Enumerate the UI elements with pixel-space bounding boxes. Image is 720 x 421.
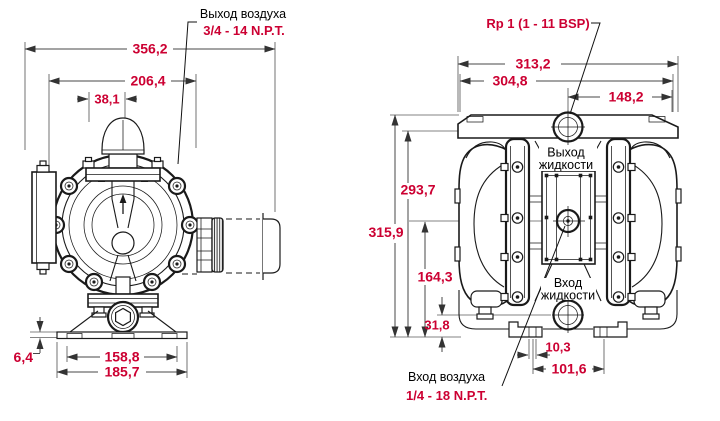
dim-inlet-centerline-height: 31,8 — [424, 318, 449, 333]
flow-direction-arrow — [119, 194, 127, 214]
fluid-inlet-label-line1: Вход — [554, 276, 583, 290]
dim-centerline-height: 164,3 — [417, 269, 452, 285]
bottom-manifold — [458, 290, 678, 338]
air-outlet-port — [82, 117, 164, 182]
air-inlet-label: Вход воздуха — [408, 370, 485, 384]
dim-left-body-width: 206,4 — [130, 73, 165, 89]
dim-base-plate-thickness: 6,4 — [14, 349, 34, 365]
center-body — [529, 170, 607, 265]
fluid-inlet-label-line2: жидкости — [541, 289, 595, 303]
fluid-inlet-port — [552, 299, 584, 333]
air-outlet-thread-label: 3/4 - 14 N.P.T. — [203, 23, 284, 38]
hex-plug — [114, 307, 131, 327]
right-flange-bolts — [612, 161, 636, 303]
air-outlet-leader — [177, 21, 197, 165]
base-assembly — [56, 276, 188, 340]
left-flange-bolts — [500, 161, 524, 303]
fluid-inlet-label-mask — [541, 278, 596, 300]
dim-foot-hole-spacing: 158,8 — [104, 349, 139, 365]
fluid-outlet-label-line1: Выход — [547, 146, 585, 160]
dim-foot-spacing: 101,6 — [551, 361, 586, 377]
air-valve-assembly — [182, 213, 281, 280]
air-inlet-leader — [501, 225, 566, 387]
fluid-outlet-port — [551, 110, 585, 145]
right-chamber — [605, 137, 682, 320]
dim-flange-width: 304,8 — [492, 73, 527, 89]
wall-bracket — [31, 160, 57, 275]
air-outlet-label: Выход воздуха — [200, 7, 286, 21]
air-inlet-thread-label: 1/4 - 18 N.P.T. — [406, 388, 487, 403]
extension-lines — [24, 42, 679, 378]
left-chamber — [454, 137, 531, 320]
dim-base-width: 185,7 — [104, 364, 139, 380]
leader-lines — [177, 21, 601, 387]
dim-right-overall-width: 313,2 — [515, 56, 550, 72]
dim-air-port-offset: 38,1 — [94, 92, 119, 107]
dim-body-height: 293,7 — [400, 182, 435, 198]
rim-bolts — [46, 176, 200, 292]
dim-overall-height: 315,9 — [368, 224, 403, 240]
knurled-knob — [211, 217, 224, 273]
dim-left-overall-width: 356,2 — [132, 41, 167, 57]
panel-bolts — [544, 173, 593, 262]
dim-foot-slot: 10,3 — [545, 340, 570, 355]
labels: 356,2 206,4 38,1 6,4 158,8 185,7 Выход в… — [14, 7, 644, 403]
dimension-lines — [24, 45, 679, 376]
right-view-drawing — [454, 110, 682, 338]
fluid-port-leader — [569, 22, 601, 115]
left-view-drawing — [31, 117, 281, 340]
fluid-port-thread-label: Rp 1 (1 - 11 BSP) — [486, 16, 589, 31]
dim-port-to-edge: 148,2 — [608, 89, 643, 105]
fluid-outlet-label-mask — [539, 146, 597, 171]
fluid-outlet-label-line2: жидкости — [539, 158, 593, 172]
